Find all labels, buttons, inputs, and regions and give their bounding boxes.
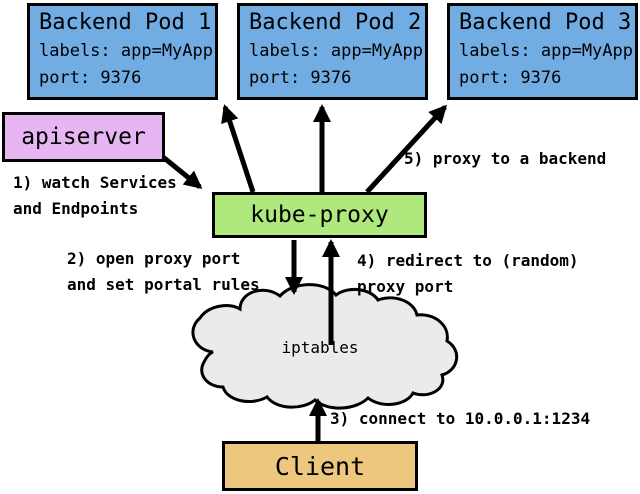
- pod-port: port: 9376: [249, 68, 352, 88]
- annotation-step1-watch-services: 1) watch Services and Endpoints: [13, 173, 177, 218]
- arrow-apiserver-to-kubeproxy: [156, 151, 203, 189]
- annotation-step4-redirect: 4) redirect to (random) proxy port: [357, 251, 579, 296]
- apiserver-box: apiserver: [2, 112, 165, 162]
- pod-port: port: 9376: [459, 68, 562, 88]
- pod-title: Backend Pod 1: [39, 10, 212, 35]
- pod-title: Backend Pod 3: [459, 10, 632, 35]
- annotation-step5-proxy-backend: 5) proxy to a backend: [404, 149, 607, 168]
- backend-pod-1-box: Backend Pod 1 labels: app=MyApp port: 93…: [27, 3, 218, 100]
- client-box: Client: [222, 441, 418, 491]
- annotation-step3-connect: 3) connect to 10.0.0.1:1234: [330, 409, 591, 428]
- pod-labels: labels: app=MyApp: [39, 41, 213, 61]
- backend-pod-3-box: Backend Pod 3 labels: app=MyApp port: 93…: [447, 3, 638, 100]
- iptables-cloud-shape: [191, 283, 458, 410]
- iptables-label: iptables: [281, 338, 359, 357]
- backend-pod-2-box: Backend Pod 2 labels: app=MyApp port: 93…: [237, 3, 428, 100]
- arrow-kubeproxy-to-pod1: [221, 104, 256, 193]
- pod-labels: labels: app=MyApp: [459, 41, 633, 61]
- arrow-kubeproxy-to-pod3: [365, 104, 448, 194]
- annotation-step2-open-proxy-port: 2) open proxy port and set portal rules: [67, 249, 260, 294]
- kube-proxy-box: kube-proxy: [212, 192, 427, 238]
- pod-port: port: 9376: [39, 68, 142, 88]
- pod-labels: labels: app=MyApp: [249, 41, 423, 61]
- pod-title: Backend Pod 2: [249, 10, 422, 35]
